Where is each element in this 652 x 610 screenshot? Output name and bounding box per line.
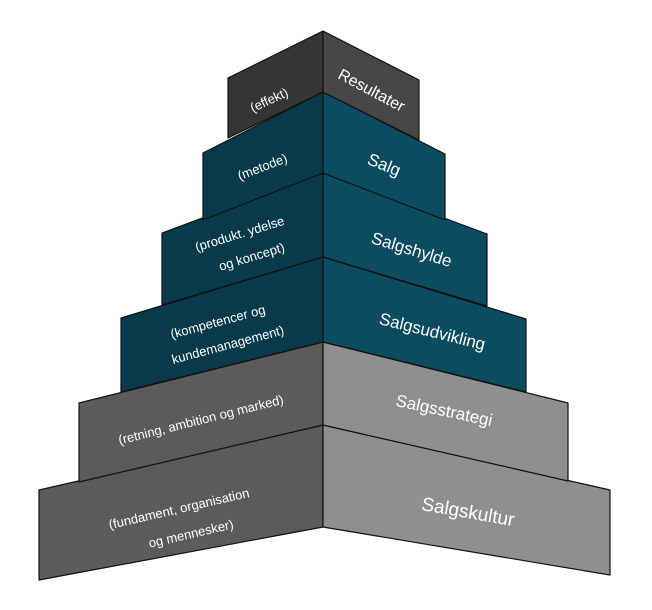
layer-salgsudvikling-right-face [322,256,527,393]
layer-salg: (metode) Salg [202,91,446,221]
layer-salgsstrategi: (retning, ambition og marked) Salgsstrat… [78,341,569,483]
layer-salgskultur: (fundament, organisation og mennesker) S… [38,424,611,581]
layer-resultater-right-face [322,30,420,141]
layer-salgshylde: (produkt. ydelse og koncept) Salgshylde [161,172,488,307]
layer-resultater: (effekt) Resultater [227,30,420,141]
